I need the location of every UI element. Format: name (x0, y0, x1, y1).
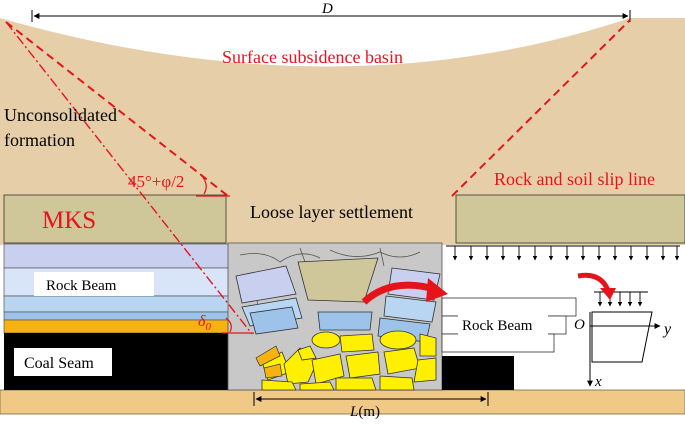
load-arrows-right (446, 245, 680, 261)
label-d: D (321, 1, 333, 17)
angle-arc-top (199, 173, 207, 195)
label-length: L(m) (349, 404, 380, 420)
rock-layer-4 (3, 311, 249, 321)
label-basin: Surface subsidence basin (222, 47, 403, 67)
rock-beam-left-box (34, 272, 154, 296)
label-unconsolidated-2: formation (4, 130, 75, 150)
broken-blocks-left (235, 265, 303, 335)
beam-section-model (591, 311, 653, 363)
label-loose-settlement: Loose layer settlement (250, 202, 413, 222)
label-unconsolidated-1: Unconsolidated (4, 105, 117, 125)
label-origin: O (574, 317, 585, 333)
rock-layer-3 (3, 295, 245, 313)
rotation-arrow-goaf-head (426, 278, 448, 302)
rock-beam-right-step-1 (441, 297, 577, 317)
floor-layer (0, 389, 685, 415)
rotation-arrow-beam (577, 272, 611, 292)
label-rock-beam-right: Rock Beam (462, 318, 533, 334)
beam-load-arrows (594, 291, 648, 307)
unconsolidated-soil (0, 18, 685, 245)
yellow-rubble (261, 330, 437, 391)
angle-arc-delta (225, 317, 232, 333)
rock-layer-1 (3, 243, 237, 269)
label-axis-x: x (594, 374, 602, 390)
label-mks: MKS (42, 207, 96, 234)
length-dimension (253, 392, 489, 406)
mks-layer-left (3, 194, 227, 244)
label-delta: δ0 (198, 313, 211, 333)
label-slip-line: Rock and soil slip line (494, 169, 655, 189)
mks-layer-right (455, 194, 685, 244)
orange-rubble (255, 345, 283, 379)
orange-layer (3, 319, 253, 334)
draw-line-left (5, 21, 253, 335)
label-axis-y: y (662, 321, 672, 338)
label-coal-seam: Coal Seam (24, 355, 94, 372)
rock-beam-right-step-3 (441, 333, 555, 353)
label-rock-beam-left: Rock Beam (46, 278, 117, 294)
slip-line-left (5, 21, 229, 197)
rotation-arrow-beam-head (600, 288, 616, 300)
coal-seam-right (442, 356, 514, 390)
slip-line-right (451, 19, 631, 197)
coal-seam-left-box (14, 348, 112, 376)
rock-beam-right-box (458, 314, 548, 336)
settled-soil-block (297, 257, 379, 303)
label-angle: 45°+φ/2 (128, 172, 184, 191)
